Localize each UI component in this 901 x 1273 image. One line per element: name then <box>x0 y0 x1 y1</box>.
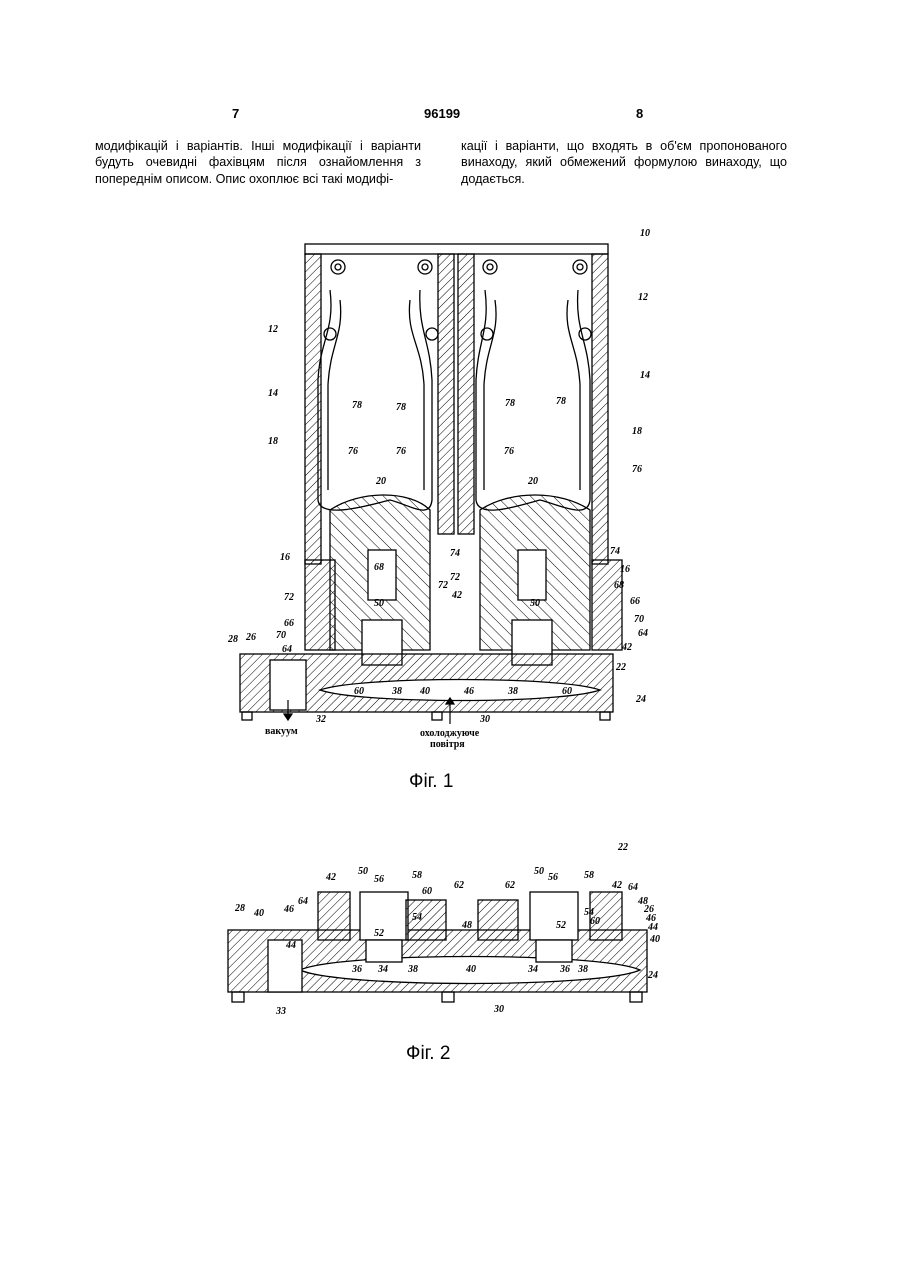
fig2-label: 54 <box>412 912 422 923</box>
figure-2-caption: Фіг. 2 <box>406 1043 450 1065</box>
fig2-label: 40 <box>465 964 476 975</box>
fig2-label: 58 <box>412 870 422 881</box>
fig2-label: 48 <box>461 920 472 931</box>
fig2-label: 28 <box>234 903 245 914</box>
fig2-label: 24 <box>647 970 658 981</box>
fig2-label: 56 <box>548 872 558 883</box>
fig2-label: 62 <box>505 880 515 891</box>
fig2-label: 22 <box>617 842 628 853</box>
fig2-label: 34 <box>377 964 388 975</box>
fig2-label: 42 <box>611 880 622 891</box>
fig2-label: 40 <box>253 908 264 919</box>
fig2-label: 38 <box>407 964 418 975</box>
fig2-label: 34 <box>527 964 538 975</box>
fig2-label: 40 <box>649 934 660 945</box>
fig2-label: 56 <box>374 874 384 885</box>
fig2-label: 46 <box>283 904 294 915</box>
fig2-label: 64 <box>298 896 308 907</box>
fig2-label: 52 <box>556 920 566 931</box>
fig2-label: 36 <box>351 964 362 975</box>
fig2-label: 42 <box>325 872 336 883</box>
fig2-label: 60 <box>590 916 600 927</box>
fig2-label: 50 <box>358 866 368 877</box>
fig2-label: 44 <box>647 922 658 933</box>
fig2-label: 38 <box>577 964 588 975</box>
fig2-label: 44 <box>285 940 296 951</box>
fig2-label: 64 <box>628 882 638 893</box>
fig2-label: 50 <box>534 866 544 877</box>
fig2-label: 58 <box>584 870 594 881</box>
fig2-label: 60 <box>422 886 432 897</box>
fig2-label: 62 <box>454 880 464 891</box>
fig2-label: 33 <box>275 1006 286 1017</box>
fig2-label: 52 <box>374 928 384 939</box>
fig2-label: 30 <box>493 1004 504 1015</box>
fig2-label: 36 <box>559 964 570 975</box>
